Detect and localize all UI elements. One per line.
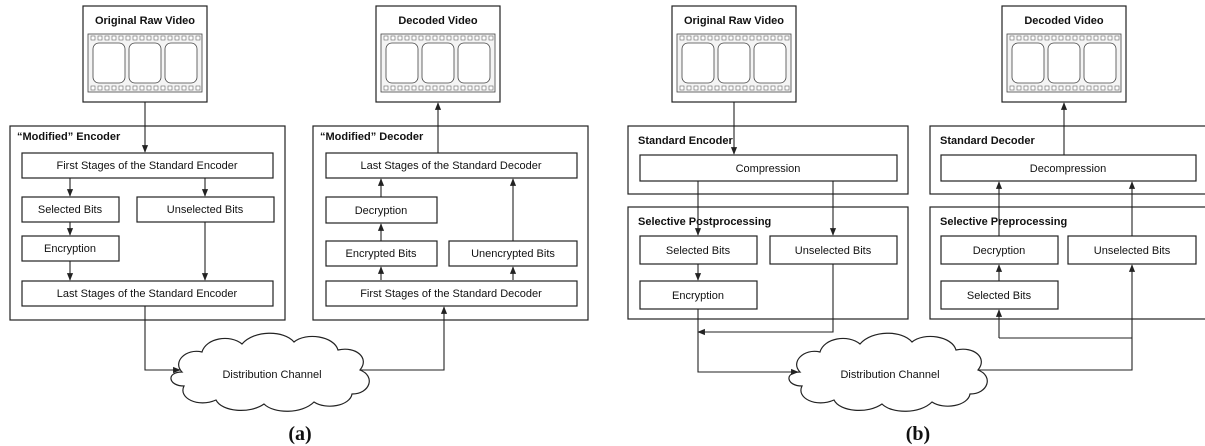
dec-last-stages-box — [325, 152, 578, 179]
decoded-video-title: Decoded Video — [398, 15, 478, 27]
standard-encoder-title: Standard Encoder — [638, 135, 733, 147]
panel-b: Original Raw Video Decoded Video Standar… — [627, 5, 1205, 445]
dec-decryption-label: Decryption — [355, 205, 408, 217]
post-unselected-bits-label: Unselected Bits — [795, 245, 872, 257]
caption-b: (b) — [906, 423, 930, 445]
selective-preprocessing-b: Selective Preprocessing Decryption Unsel… — [929, 206, 1205, 320]
enc-unselected-bits-box — [136, 196, 275, 223]
compression-box — [639, 154, 898, 182]
post-encryption-box — [639, 280, 758, 310]
post-selected-bits-box — [639, 235, 758, 265]
panel-a: Original Raw Video Decoded Video “Modifi… — [9, 5, 589, 445]
enc-unselected-bits-label: Unselected Bits — [167, 204, 244, 216]
enc-last-stages-label: Last Stages of the Standard Encoder — [57, 288, 238, 300]
dec-unencrypted-bits-box — [448, 240, 578, 267]
dec-unencrypted-bits-label: Unencrypted Bits — [471, 248, 555, 260]
distribution-channel-label: Distribution Channel — [222, 369, 321, 381]
post-unselected-bits-box — [769, 235, 898, 265]
decoded-video-box-a: Decoded Video — [375, 5, 501, 103]
modified-decoder-title: “Modified” Decoder — [320, 131, 424, 143]
filmstrip-icon — [87, 33, 203, 93]
original-raw-video-box-b: Original Raw Video — [671, 5, 797, 103]
enc-first-stages-box — [21, 152, 274, 179]
post-selected-bits-label: Selected Bits — [666, 245, 731, 257]
modified-decoder-a: “Modified” Decoder Last Stages of the St… — [312, 125, 589, 321]
original-raw-video-title: Original Raw Video — [684, 15, 784, 27]
pre-unselected-bits-label: Unselected Bits — [1094, 245, 1171, 257]
modified-encoder-title: “Modified” Encoder — [17, 131, 121, 143]
filmstrip-icon — [1006, 33, 1122, 93]
dec-first-stages-label: First Stages of the Standard Decoder — [360, 288, 542, 300]
dec-decryption-box — [325, 196, 438, 224]
caption-a: (a) — [288, 423, 311, 445]
original-raw-video-box-a: Original Raw Video — [82, 5, 208, 103]
filmstrip-icon — [380, 33, 496, 93]
distribution-channel-cloud-b: Distribution Channel — [788, 332, 988, 412]
selective-postprocessing-b: Selective Postprocessing Selected Bits U… — [627, 206, 909, 320]
pre-selected-bits-box — [940, 280, 1059, 310]
standard-decoder-b: Standard Decoder Decompression — [929, 125, 1205, 195]
modified-encoder-a: “Modified” Encoder First Stages of the S… — [9, 125, 286, 321]
compression-label: Compression — [736, 163, 801, 175]
pre-decryption-box — [940, 235, 1059, 265]
enc-first-stages-label: First Stages of the Standard Encoder — [57, 160, 238, 172]
connectors-a — [66, 102, 517, 374]
selective-preprocessing-title: Selective Preprocessing — [940, 216, 1067, 228]
distribution-channel-cloud-a: Distribution Channel — [170, 332, 370, 412]
standard-encoder-b: Standard Encoder Compression — [627, 125, 909, 195]
connectors-b — [694, 102, 1136, 376]
original-raw-video-title: Original Raw Video — [95, 15, 195, 27]
enc-last-stages-box — [21, 280, 274, 307]
enc-selected-bits-label: Selected Bits — [38, 204, 103, 216]
pre-selected-bits-label: Selected Bits — [967, 290, 1032, 302]
dec-first-stages-box — [325, 280, 578, 307]
enc-encryption-label: Encryption — [44, 243, 96, 255]
selective-postprocessing-title: Selective Postprocessing — [638, 216, 771, 228]
decompression-box — [940, 154, 1197, 182]
standard-decoder-title: Standard Decoder — [940, 135, 1035, 147]
distribution-channel-label: Distribution Channel — [840, 369, 939, 381]
dec-encrypted-bits-label: Encrypted Bits — [346, 248, 417, 260]
decompression-label: Decompression — [1030, 163, 1106, 175]
filmstrip-icon — [676, 33, 792, 93]
dec-last-stages-label: Last Stages of the Standard Decoder — [360, 160, 541, 172]
post-encryption-label: Encryption — [672, 290, 724, 302]
decoded-video-title: Decoded Video — [1024, 15, 1104, 27]
decoded-video-box-b: Decoded Video — [1001, 5, 1127, 103]
pre-decryption-label: Decryption — [973, 245, 1026, 257]
